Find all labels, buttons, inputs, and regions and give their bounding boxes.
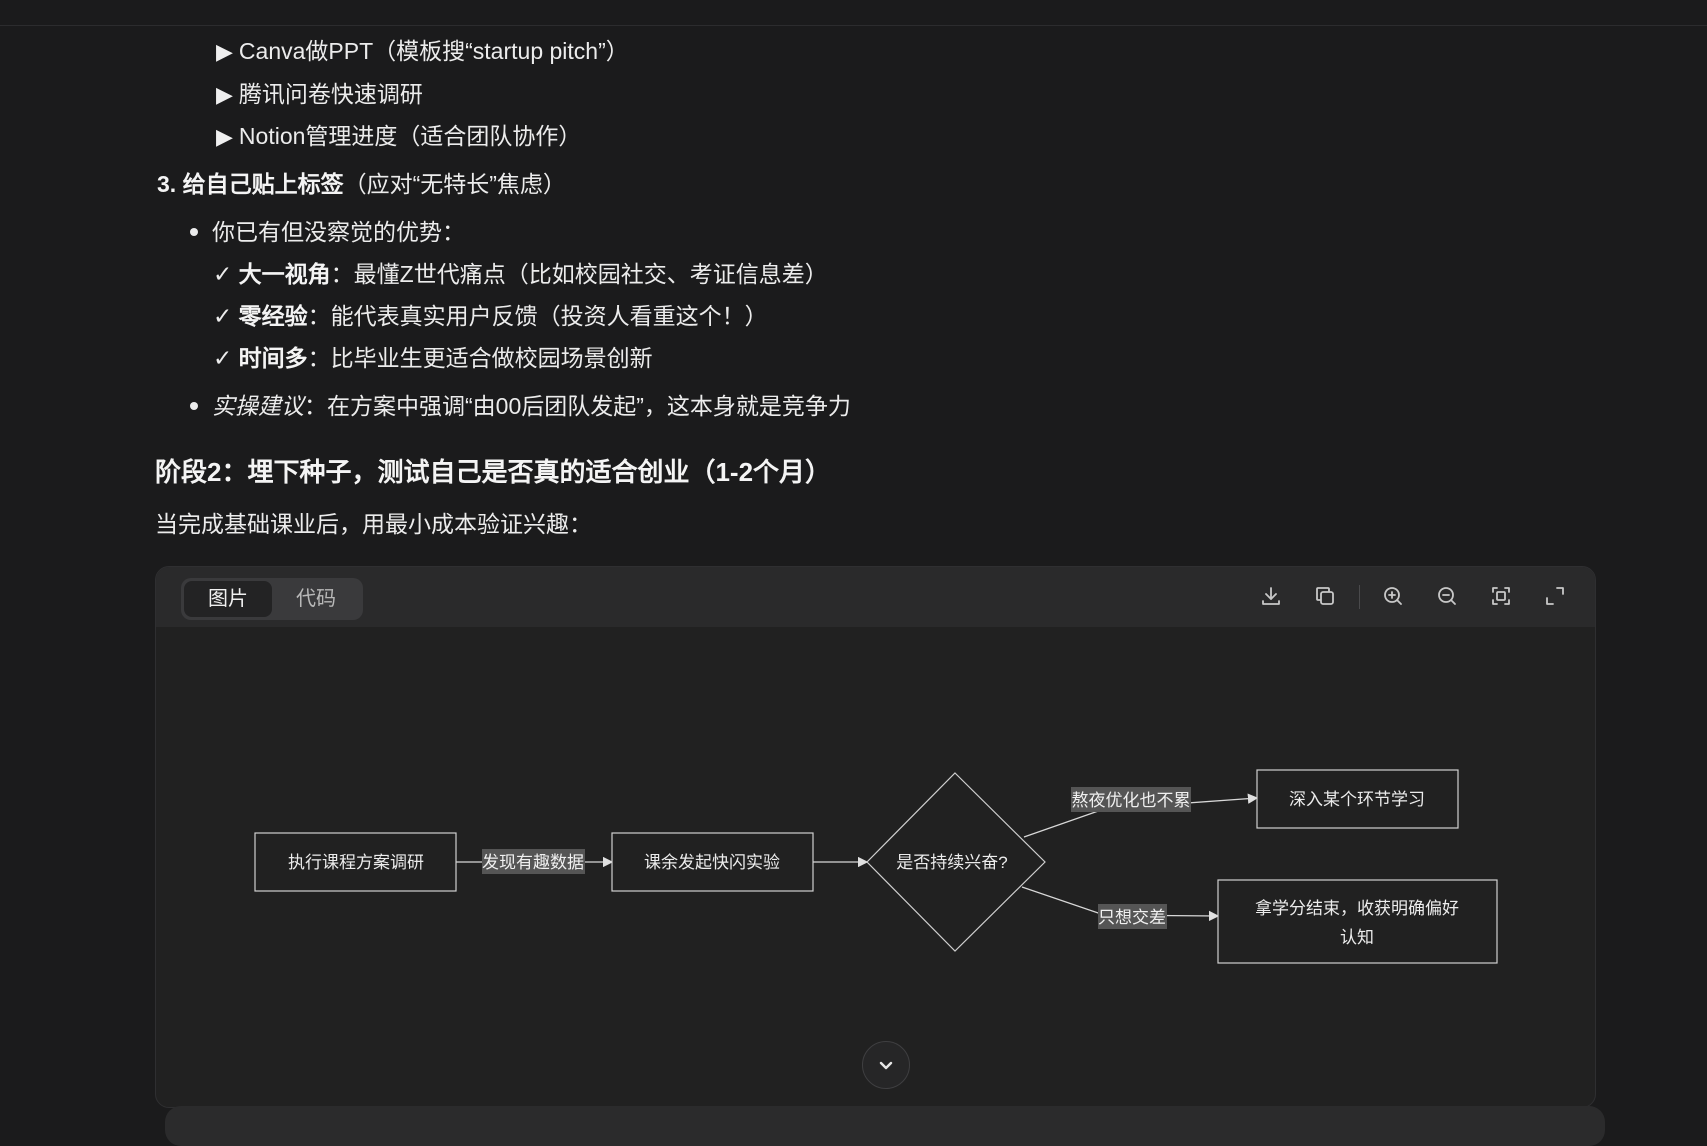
stage-2-intro: 当完成基础课业后，用最小成本验证兴趣： <box>155 511 592 537</box>
message-input-box[interactable] <box>165 1106 1605 1146</box>
triangle-bullet-icon: ▶ <box>216 82 233 107</box>
scroll-down-button[interactable] <box>862 1041 910 1089</box>
fit-icon <box>1492 587 1510 605</box>
top-bar <box>0 0 1707 26</box>
tab-code[interactable]: 代码 <box>296 588 336 610</box>
stage-2-heading: 阶段2：埋下种子，测试自己是否真的适合创业（1-2个月） <box>155 457 832 487</box>
tab-image[interactable]: 图片 <box>184 581 272 617</box>
node-no-label-line1: 拿学分结束，收获明确偏好 <box>1255 898 1459 918</box>
node-experiment <box>611 832 814 892</box>
tool-item: ▶Canva做PPT（模板搜“startup pitch”） <box>216 33 629 69</box>
node-start-label: 执行课程方案调研 <box>288 853 424 872</box>
zoom-out-button[interactable] <box>1431 580 1463 612</box>
edge-label-found: 发现有趣数据 <box>482 853 584 872</box>
check-item: ✓ 时间多：比毕业生更适合做校园场景创新 <box>213 345 653 371</box>
tool-item: ▶Notion管理进度（适合团队协作） <box>216 118 581 154</box>
bullet-dot-icon <box>190 401 198 410</box>
edge-label-bg <box>482 849 585 874</box>
edge-label-bg <box>1071 787 1191 812</box>
edge-label-yes: 熬夜优化也不累 <box>1072 790 1191 810</box>
fullscreen-button[interactable] <box>1539 580 1571 612</box>
copy-icon <box>1316 587 1334 605</box>
node-no <box>1217 879 1498 964</box>
edge-label-bg <box>1098 904 1167 929</box>
diagram-viewer: 图片 代码 <box>155 566 1596 1108</box>
node-experiment-label: 课余发起快闪实验 <box>644 853 780 872</box>
node-start <box>254 832 457 892</box>
node-yes-label: 深入某个环节学习 <box>1289 790 1425 809</box>
check-icon: ✓ <box>213 345 233 371</box>
download-button[interactable] <box>1255 580 1287 612</box>
check-item: ✓ 大一视角：最懂Z世代痛点（比如校园社交、考证信息差） <box>213 261 828 287</box>
zoom-in-button[interactable] <box>1377 580 1409 612</box>
toolbar-divider <box>1359 585 1360 609</box>
decision-diamond <box>866 772 1046 952</box>
viewer-toolbar: 图片 代码 <box>156 567 1595 627</box>
check-icon: ✓ <box>213 261 233 287</box>
tool-item: ▶腾讯问卷快速调研 <box>216 76 423 112</box>
fullscreen-icon <box>1546 587 1564 605</box>
section-3-heading: 3. 给自己贴上标签（应对“无特长”焦虑） <box>157 171 566 197</box>
flowchart: 执行课程方案调研 课余发起快闪实验 是否持续兴奋? 深入某个环节学习 拿学分结束… <box>254 769 1498 964</box>
zoom-out-icon <box>1438 587 1456 605</box>
edge-label-no: 只想交差 <box>1098 908 1166 927</box>
zoom-in-icon <box>1384 587 1402 605</box>
check-icon: ✓ <box>213 303 233 329</box>
fit-view-button[interactable] <box>1485 580 1517 612</box>
triangle-bullet-icon: ▶ <box>216 124 233 149</box>
list-item: 你已有但没察觉的优势： <box>188 214 465 250</box>
decision-label: 是否持续兴奋? <box>896 853 1007 872</box>
node-no-label-line2: 认知 <box>1340 928 1374 947</box>
chevron-down-icon <box>879 1061 893 1070</box>
node-yes <box>1256 769 1459 829</box>
download-icon <box>1262 587 1280 605</box>
list-item: 实操建议：在方案中强调“由00后团队发起”，这本身就是竞争力 <box>188 388 851 424</box>
triangle-bullet-icon: ▶ <box>216 39 233 64</box>
check-item: ✓ 零经验：能代表真实用户反馈（投资人看重这个！） <box>213 303 768 329</box>
copy-button[interactable] <box>1309 580 1341 612</box>
view-tabs: 图片 代码 <box>181 578 363 620</box>
bullet-dot-icon <box>190 227 198 236</box>
